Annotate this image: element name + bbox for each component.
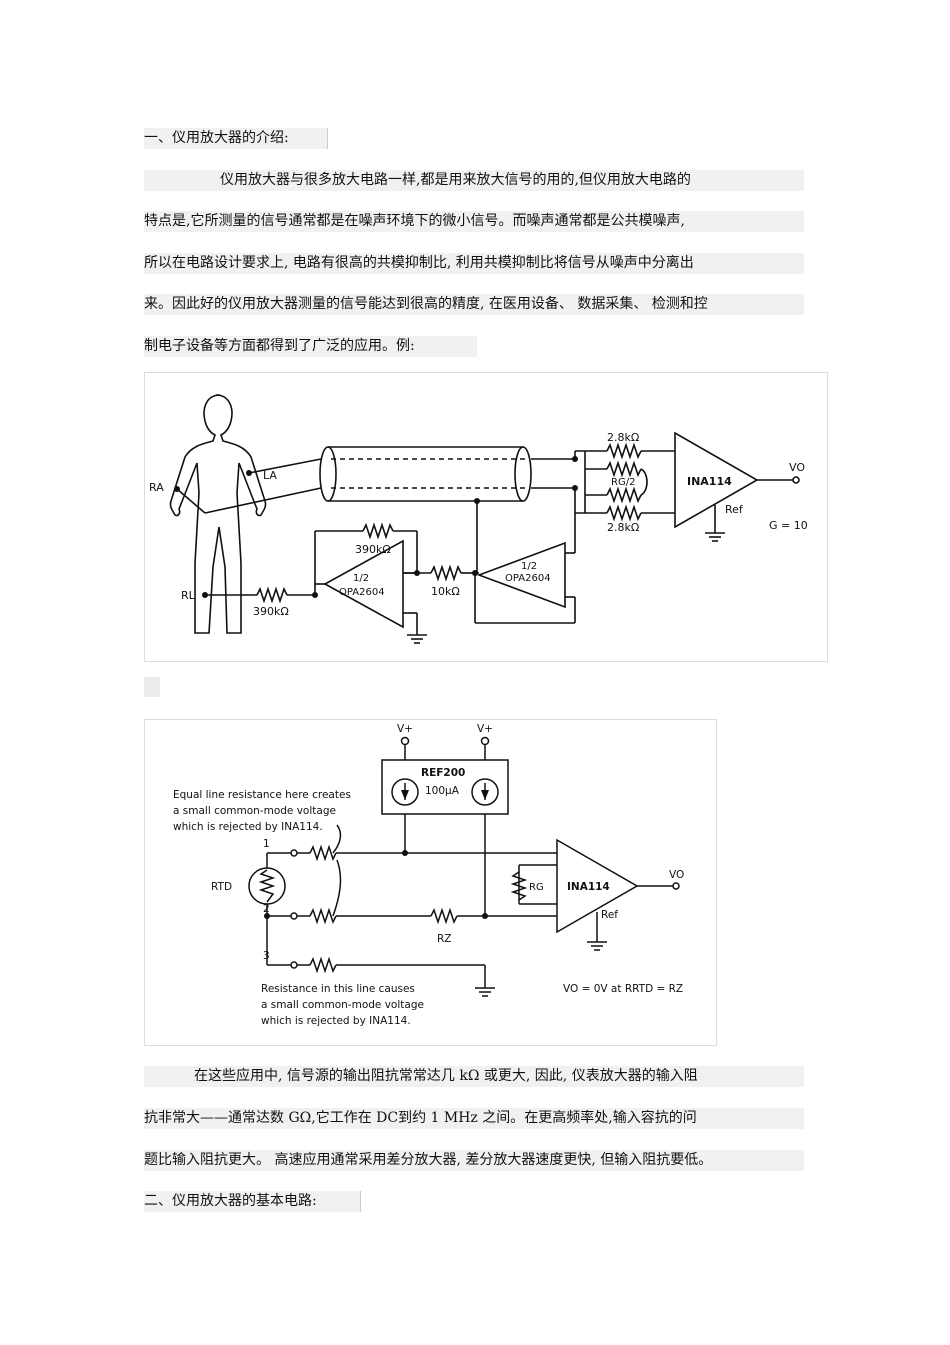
human-body-outline bbox=[169, 394, 267, 634]
rtd-circuit-diagram: V+ V+ REF200 100μA Equal line resistance… bbox=[173, 723, 684, 1027]
label-rz: RZ bbox=[437, 933, 452, 945]
intro-line-2: 特点是,它所测量的信号通常都是在噪声环境下的微小信号。而噪声通常都是公共模噪声, bbox=[144, 211, 804, 232]
label-ref200: REF200 bbox=[421, 767, 465, 779]
section2-heading: 二、仪用放大器的基本电路: bbox=[144, 1191, 361, 1212]
label-opa-right-half: 1/2 bbox=[521, 561, 537, 572]
label-opa-left: OPA2604 bbox=[339, 587, 385, 598]
label-pin-3: 3 bbox=[263, 950, 270, 962]
label-gain: G = 10 bbox=[769, 519, 808, 532]
label-ina114: INA114 bbox=[687, 475, 732, 488]
label-ra: RA bbox=[149, 481, 164, 494]
note-bottom-line-3: which is rejected by INA114. bbox=[261, 1015, 411, 1027]
ecg-circuit-diagram: RA LA RL 2.8kΩ 2.8kΩ RG/2 INA114 Ref VO … bbox=[149, 394, 808, 644]
label-vplus-1: V+ bbox=[397, 723, 413, 735]
label-390k-bottom: 390kΩ bbox=[253, 605, 289, 618]
label-rg: RG/2 bbox=[611, 477, 635, 488]
label-r-top: 2.8kΩ bbox=[607, 431, 639, 444]
label-vplus-2: V+ bbox=[477, 723, 493, 735]
figure-rtd-circuit: V+ V+ REF200 100μA Equal line resistance… bbox=[144, 719, 717, 1046]
after-line-3: 题比输入阻抗更大。 高速应用通常采用差分放大器, 差分放大器速度更快, 但输入阻… bbox=[144, 1150, 804, 1171]
after-line-2: 抗非常大——通常达数 GΩ,它工作在 DC到约 1 MHz 之间。在更高频率处,… bbox=[144, 1108, 804, 1129]
note-top-line-3: which is rejected by INA114. bbox=[173, 821, 323, 833]
intro-line-4: 来。因此好的仪用放大器测量的信号能达到很高的精度, 在医用设备、 数据采集、 检… bbox=[144, 294, 804, 315]
after-line-1: 在这些应用中, 信号源的输出阻抗常常达几 kΩ 或更大, 因此, 仪表放大器的输… bbox=[144, 1066, 804, 1087]
label-ref: Ref bbox=[725, 503, 744, 516]
label-rl: RL bbox=[181, 589, 196, 602]
figure-ecg-amplifier: RA LA RL 2.8kΩ 2.8kΩ RG/2 INA114 Ref VO … bbox=[144, 372, 828, 662]
section1-heading: 一、仪用放大器的介绍: bbox=[144, 128, 328, 149]
label-r-bottom: 2.8kΩ bbox=[607, 521, 639, 534]
intro-line-3: 所以在电路设计要求上, 电路有很高的共模抑制比, 利用共模抑制比将信号从噪声中分… bbox=[144, 253, 804, 274]
note-bottom-line-1: Resistance in this line causes bbox=[261, 983, 415, 995]
label-rg: RG bbox=[529, 882, 544, 893]
label-formula: VO = 0V at RRTD = RZ bbox=[563, 983, 683, 995]
intro-line-5: 制电子设备等方面都得到了广泛的应用。例: bbox=[144, 336, 477, 357]
label-opa-right: OPA2604 bbox=[505, 573, 551, 584]
label-rtd: RTD bbox=[211, 881, 232, 893]
note-bottom-line-2: a small common-mode voltage bbox=[261, 999, 424, 1011]
label-pin-2: 2 bbox=[263, 903, 270, 915]
note-top-line-1: Equal line resistance here creates bbox=[173, 789, 351, 801]
label-10k: 10kΩ bbox=[431, 585, 460, 598]
label-pin-1: 1 bbox=[263, 838, 270, 850]
empty-line-stub bbox=[144, 677, 160, 697]
label-opa-left-half: 1/2 bbox=[353, 573, 369, 584]
label-vo-rtd: VO bbox=[669, 869, 684, 881]
label-390k-top: 390kΩ bbox=[355, 543, 391, 556]
label-ina114-rtd: INA114 bbox=[567, 881, 610, 893]
label-vo: VO bbox=[789, 461, 805, 474]
intro-line-1: 仪用放大器与很多放大电路一样,都是用来放大信号的用的,但仪用放大电路的 bbox=[144, 170, 804, 191]
label-current: 100μA bbox=[425, 785, 460, 797]
label-la: LA bbox=[263, 469, 277, 482]
note-top-line-2: a small common-mode voltage bbox=[173, 805, 336, 817]
label-ref-rtd: Ref bbox=[601, 909, 618, 921]
